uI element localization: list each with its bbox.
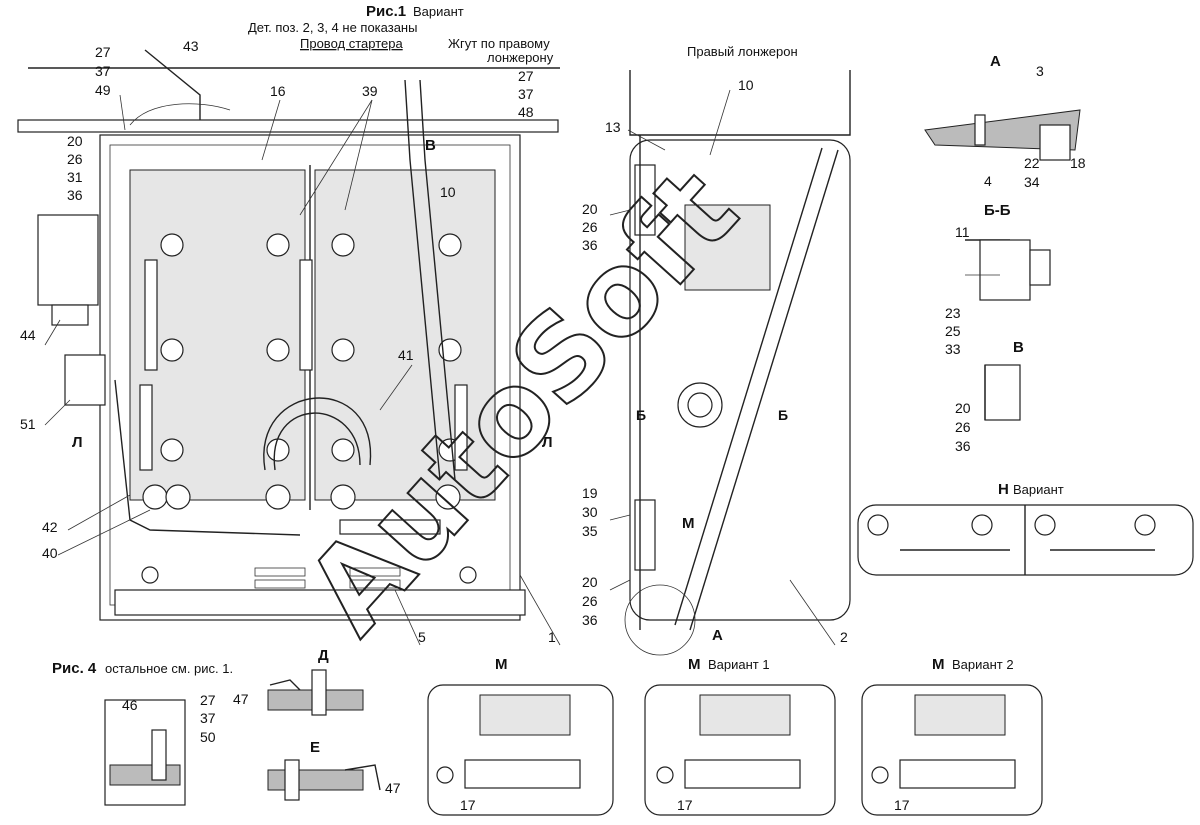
- battery-box-side-view: [624, 70, 851, 656]
- view-label-l-right: Л: [542, 434, 553, 451]
- view-label-d: Д: [318, 647, 329, 664]
- callout: 26: [955, 419, 971, 435]
- section-bb: [965, 239, 1051, 301]
- view-label-v-main: В: [425, 137, 436, 154]
- callout: 42: [42, 519, 58, 535]
- callout: 20: [67, 133, 83, 149]
- fig4-title: Рис. 4: [52, 660, 97, 677]
- callout: 37: [518, 86, 534, 102]
- callout: 10: [440, 184, 456, 200]
- callout: 17: [460, 797, 476, 813]
- callout: 1: [548, 629, 556, 645]
- leader-lines: [44, 89, 836, 646]
- detail-v: [984, 364, 1021, 421]
- callout: 20: [582, 201, 598, 217]
- view-label-m3-suffix: Вариант 2: [952, 657, 1014, 672]
- callout: 18: [1070, 155, 1086, 171]
- callout: 47: [233, 691, 249, 707]
- callout: 2: [840, 629, 848, 645]
- detail-a: [924, 109, 1081, 161]
- callout: 16: [270, 83, 286, 99]
- callout: 23: [945, 305, 961, 321]
- callout: 50: [200, 729, 216, 745]
- view-label-a-top: А: [990, 53, 1001, 70]
- callout: 17: [894, 797, 910, 813]
- callout: 22: [1024, 155, 1040, 171]
- starter-wire-label: Провод стартера: [300, 36, 403, 51]
- callout: 36: [582, 612, 598, 628]
- figure-labels: Рис.1 Вариант Дет. поз. 2, 3, 4 не показ…: [52, 3, 1064, 756]
- callout: 17: [677, 797, 693, 813]
- callout: 51: [20, 416, 36, 432]
- view-label-v: В: [1013, 339, 1024, 356]
- callout: 33: [945, 341, 961, 357]
- view-label-bb: Б-Б: [984, 202, 1011, 219]
- callout: 37: [200, 710, 216, 726]
- view-label-l-left: Л: [72, 434, 83, 451]
- callout: 47: [385, 780, 401, 796]
- view-label-n-suffix: Вариант: [1013, 482, 1064, 497]
- callout: 13: [605, 119, 621, 135]
- view-m-base: [427, 684, 614, 816]
- fig4-note: остальное см. рис. 1.: [105, 661, 233, 676]
- callout: 36: [67, 187, 83, 203]
- view-label-m3: М: [932, 656, 945, 673]
- right-harness-label: Жгут по правому: [448, 36, 550, 51]
- view-m-variant-2: [861, 684, 1043, 816]
- callout: 39: [362, 83, 378, 99]
- callout: 35: [582, 523, 598, 539]
- callout: 5: [418, 629, 426, 645]
- main-title-suffix: Вариант: [413, 4, 464, 19]
- callout: 4: [984, 173, 992, 189]
- callout: 11: [955, 224, 970, 240]
- callout: 26: [582, 219, 598, 235]
- right-harness-label-2: лонжерону: [487, 50, 554, 65]
- view-label-m-arrow: М: [682, 515, 695, 532]
- callout: 34: [1024, 174, 1040, 190]
- callout: 46: [122, 697, 138, 713]
- view-label-m2: М: [688, 656, 701, 673]
- view-label-m2-suffix: Вариант 1: [708, 657, 770, 672]
- callout: 44: [20, 327, 36, 343]
- callout: 41: [398, 347, 414, 363]
- callout: 26: [67, 151, 83, 167]
- callout-numbers: 27 37 49 43 16 39 27 37 48 20 26 31 36 1…: [20, 38, 1086, 813]
- callout: 49: [95, 82, 111, 98]
- section-mark-b-left: Б: [636, 407, 646, 423]
- note-parts: Дет. поз. 2, 3, 4 не показаны: [248, 20, 417, 35]
- callout: 37: [95, 63, 111, 79]
- view-label-m1: М: [495, 656, 508, 673]
- callout: 26: [582, 593, 598, 609]
- battery-box-front-view: [17, 49, 560, 621]
- main-title: Рис.1: [366, 3, 406, 20]
- callout: 40: [42, 545, 58, 561]
- view-m-variant-1: [644, 684, 836, 816]
- callout: 25: [945, 323, 961, 339]
- view-label-e: Е: [310, 739, 320, 756]
- callout: 31: [67, 169, 83, 185]
- callout: 36: [582, 237, 598, 253]
- callout: 27: [95, 44, 111, 60]
- callout: 19: [582, 485, 598, 501]
- callout: 27: [518, 68, 534, 84]
- fig4-detail: [104, 699, 186, 806]
- callout: 3: [1036, 63, 1044, 79]
- callout: 36: [955, 438, 971, 454]
- callout: 10: [738, 77, 754, 93]
- callout: 27: [200, 692, 216, 708]
- callout: 20: [955, 400, 971, 416]
- callout: 43: [183, 38, 199, 54]
- view-label-a-side: А: [712, 627, 723, 644]
- callout: 48: [518, 104, 534, 120]
- view-d-and-e: [267, 669, 381, 801]
- view-label-n: Н: [998, 481, 1009, 498]
- callout: 20: [582, 574, 598, 590]
- callout: 30: [582, 504, 598, 520]
- variant-n: [857, 504, 1194, 576]
- right-rail-label: Правый лонжерон: [687, 44, 798, 59]
- section-mark-b-right: Б: [778, 407, 788, 423]
